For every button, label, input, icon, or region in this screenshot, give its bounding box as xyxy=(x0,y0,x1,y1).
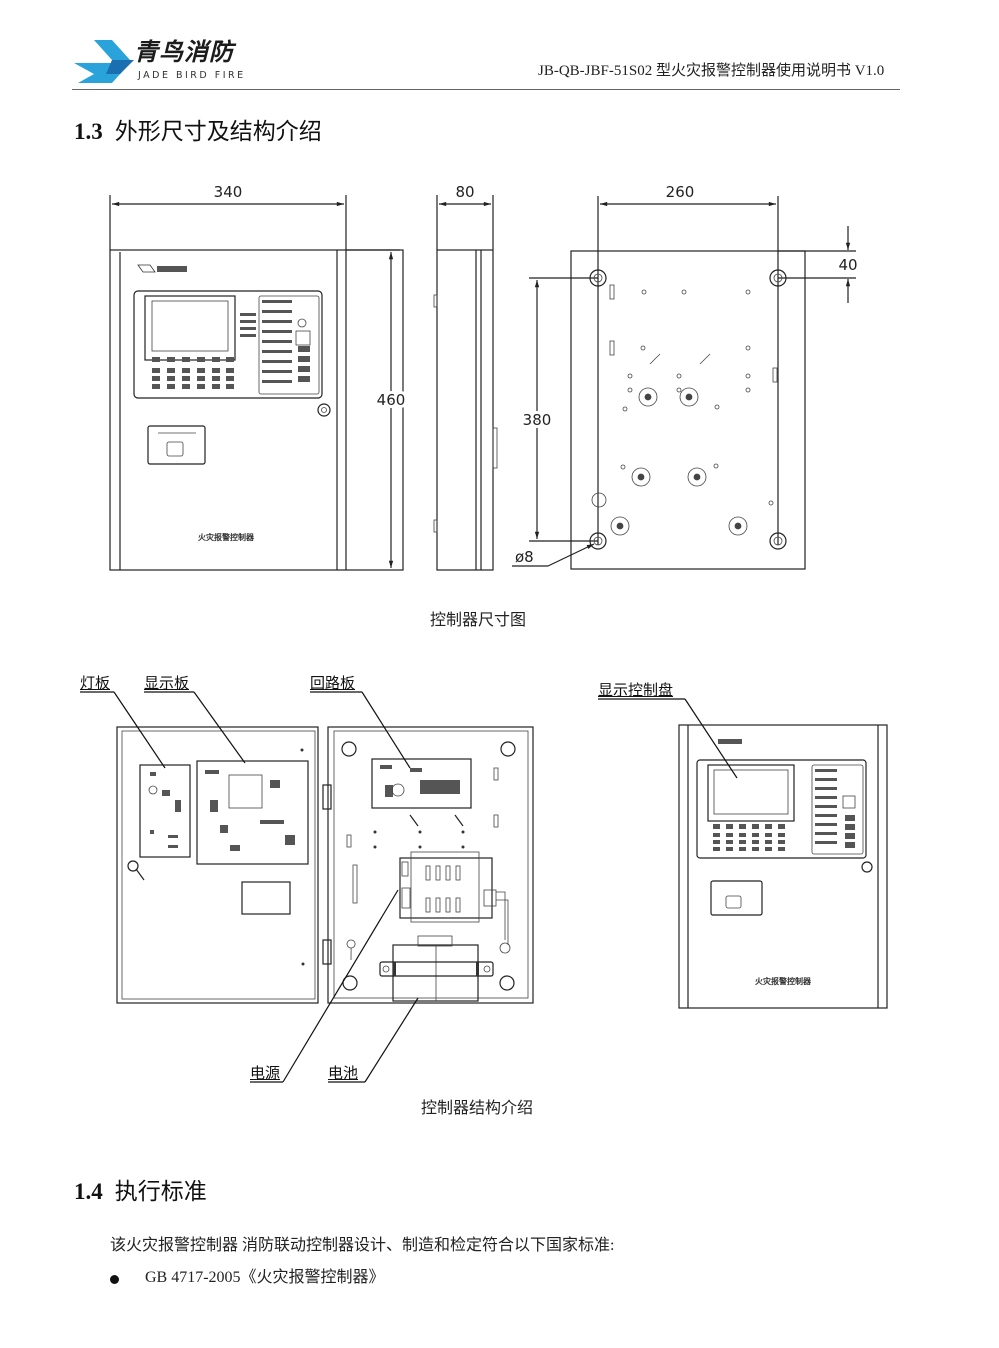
bullet-icon xyxy=(110,1275,119,1284)
callout-power-supply: 电源 xyxy=(250,1064,281,1082)
battery-pack xyxy=(392,944,479,1002)
figure-2-caption: 控制器结构介绍 xyxy=(421,1100,534,1117)
dimension-drawing: 火灾报警控制器 xyxy=(109,183,858,571)
control-panel-label: 火灾报警控制器 xyxy=(755,976,812,986)
callout-display-control-panel: 显示控制盘 xyxy=(598,681,674,699)
rear-vertical-spacing-label: 380 xyxy=(523,411,552,429)
cabinet-interior xyxy=(327,726,534,1004)
front-panel-label: 火灾报警控制器 xyxy=(198,532,255,542)
rear-horizontal-spacing-label: 260 xyxy=(666,183,695,201)
callout-battery: 电池 xyxy=(328,1064,359,1082)
section-title-text: 外形尺寸及结构介绍 xyxy=(114,119,322,144)
lamp-board xyxy=(139,764,191,858)
mounting-hole xyxy=(769,269,787,287)
document-title: JB-QB-JBF-51S02 型火灾报警控制器使用说明书 V1.0 xyxy=(538,63,885,79)
callout-leaders xyxy=(80,691,738,1083)
side-depth-label: 80 xyxy=(455,183,474,201)
cabinet-door-interior xyxy=(116,726,332,1004)
standard-item: GB 4717-2005《火灾报警控制器》 xyxy=(145,1269,385,1286)
callout-loop-board: 回路板 xyxy=(310,674,356,692)
logo-chinese-text: 青鸟消防 xyxy=(134,38,234,66)
callout-display-board: 显示板 xyxy=(144,674,190,692)
standards-intro: 该火灾报警控制器 消防联动控制器设计、制造和检定符合以下国家标准: xyxy=(110,1237,615,1254)
logo-english-text: JADE BIRD FIRE xyxy=(138,70,246,81)
front-view: 火灾报警控制器 xyxy=(109,195,404,571)
front-width-label: 340 xyxy=(214,183,243,201)
display-board xyxy=(196,760,309,865)
hole-diameter-leader xyxy=(547,543,595,567)
hole-diameter-label: ø8 xyxy=(515,548,534,566)
rear-view xyxy=(512,196,856,570)
section-number: 1.4 xyxy=(74,1179,103,1204)
mounting-hole xyxy=(769,532,787,550)
figure-1-caption: 控制器尺寸图 xyxy=(430,612,527,629)
section-title-text: 执行标准 xyxy=(114,1179,207,1204)
section-1-4-heading: 1.4 执行标准 xyxy=(74,1178,207,1206)
display-control-panel-view: 火灾报警控制器 xyxy=(678,724,888,1009)
power-supply-unit xyxy=(399,857,493,919)
front-height-label: 460 xyxy=(377,391,406,409)
loop-board xyxy=(371,758,472,809)
rear-top-offset-label: 40 xyxy=(838,256,857,274)
callout-lamp-board: 灯板 xyxy=(80,674,111,692)
mounting-hole xyxy=(589,532,607,550)
mounting-hole xyxy=(589,269,607,287)
side-view xyxy=(433,195,498,571)
section-1-3-heading: 1.3 外形尺寸及结构介绍 xyxy=(74,118,322,146)
header-divider xyxy=(72,89,900,90)
section-number: 1.3 xyxy=(74,119,103,144)
jade-bird-logo-icon xyxy=(74,40,134,83)
